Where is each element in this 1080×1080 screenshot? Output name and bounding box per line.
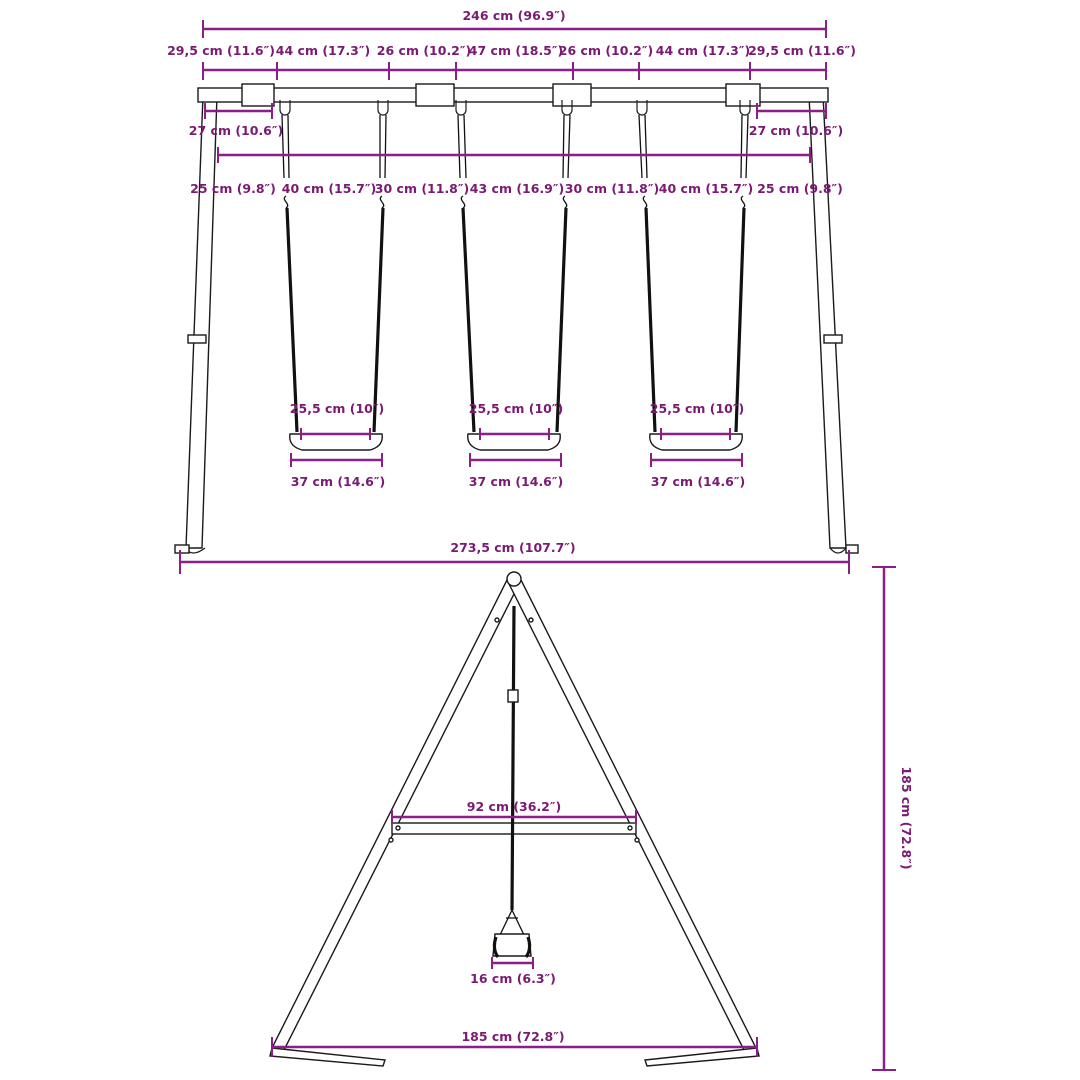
front-base-width-label: 273,5 cm (107.7″): [450, 540, 575, 555]
beam-bracket-1: [241, 83, 275, 107]
side-base-width-label: 185 cm (72.8″): [461, 1029, 564, 1044]
side-right-foot: [644, 1047, 760, 1067]
top-beam: [197, 87, 829, 103]
bolt-spacing-label-3: 26 cm (10.2″): [377, 43, 471, 58]
bolt-spacing-label-1: 29,5 cm (11.6″): [167, 43, 275, 58]
bolt-spacing-label-4: 47 cm (18.5″): [469, 43, 563, 58]
hook-spacing-label-4: 43 cm (16.9″): [470, 181, 564, 196]
seat-1-inner-label: 25,5 cm (10″): [290, 401, 384, 416]
swing-chains-upper: [281, 114, 749, 179]
crossbar-width-label: 92 cm (36.2″): [467, 799, 561, 814]
side-rope: [510, 605, 516, 911]
hook-spacing-label-7: 25 cm (9.8″): [757, 181, 843, 196]
side-seat: [492, 933, 532, 957]
end-offset-right-label: 27 cm (10.6″): [749, 123, 843, 138]
hook-1: [279, 100, 291, 116]
swing-seats: [289, 433, 743, 451]
side-labels: 92 cm (36.2″) 16 cm (6.3″) 185 cm (72.8″…: [461, 766, 914, 1044]
front-right-leg: [808, 94, 847, 549]
hook-spacing-label-3: 30 cm (11.8″): [375, 181, 469, 196]
hook-5: [636, 100, 648, 116]
bolt-spacing-label-2: 44 cm (17.3″): [276, 43, 370, 58]
side-dimensions: [271, 566, 896, 1071]
left-leg-joint: [187, 334, 207, 344]
right-foot: [829, 547, 847, 554]
swing-ropes: [283, 195, 746, 433]
front-labels: 246 cm (96.9″) 29,5 cm (11.6″) 44 cm (17…: [167, 8, 856, 555]
height-label: 185 cm (72.8″): [899, 766, 914, 869]
beam-bracket-4: [725, 83, 761, 107]
beam-bracket-2: [415, 83, 455, 107]
front-left-leg: [185, 94, 218, 549]
hook-spacing-label-6: 40 cm (15.7″): [659, 181, 753, 196]
bolt-spacing-label-5: 26 cm (10.2″): [559, 43, 653, 58]
seat-2-inner-label: 25,5 cm (10″): [469, 401, 563, 416]
side-seat-width-label: 16 cm (6.3″): [470, 971, 556, 986]
end-offset-left-label: 27 cm (10.6″): [189, 123, 283, 138]
hook-6: [739, 100, 751, 116]
rope-5: [644, 207, 657, 433]
front-dimensions: [179, 20, 850, 574]
side-view-frame: [269, 571, 760, 1067]
hook-spacing-label-2: 40 cm (15.7″): [282, 181, 376, 196]
rope-buckle: [507, 689, 519, 703]
apex-cap: [506, 571, 522, 587]
seat-straps: [499, 909, 525, 936]
right-leg-joint: [823, 334, 843, 344]
rope-2: [372, 207, 385, 433]
rope-3: [461, 207, 476, 433]
hook-spacing-label-1: 25 cm (9.8″): [190, 181, 276, 196]
side-left-foot: [269, 1047, 386, 1067]
seat-2: [467, 433, 561, 451]
seat-3-inner-label: 25,5 cm (10″): [650, 401, 744, 416]
hook-3: [455, 100, 467, 116]
right-foot-peg: [845, 544, 859, 554]
hook-4: [561, 100, 573, 116]
seat-2-outer-label: 37 cm (14.6″): [469, 474, 563, 489]
seat-3-outer-label: 37 cm (14.6″): [651, 474, 745, 489]
total-width-label: 246 cm (96.9″): [462, 8, 565, 23]
hook-2: [377, 100, 389, 116]
bolt-spacing-label-6: 44 cm (17.3″): [656, 43, 750, 58]
bolt-spacing-label-7: 29,5 cm (11.6″): [748, 43, 856, 58]
seat-1: [289, 433, 383, 451]
hook-spacing-label-5: 30 cm (11.8″): [565, 181, 659, 196]
rope-4: [555, 207, 568, 433]
left-foot-peg: [174, 544, 190, 554]
rope-6: [734, 207, 746, 433]
seat-3: [649, 433, 743, 451]
swing-hooks: [279, 100, 751, 116]
seat-1-outer-label: 37 cm (14.6″): [291, 474, 385, 489]
rope-1: [285, 207, 299, 433]
